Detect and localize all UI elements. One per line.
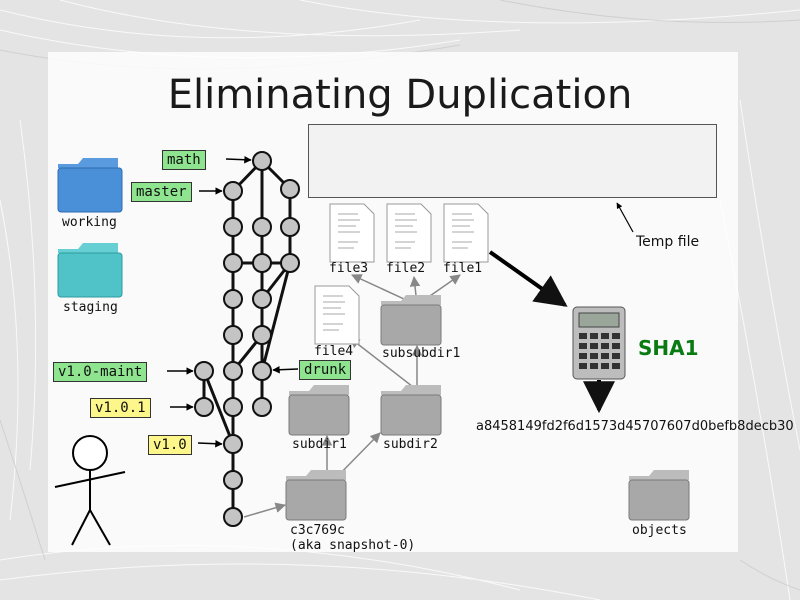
folder-label-subsubdir1: subsubdir1	[382, 346, 461, 361]
document-icon	[443, 203, 489, 263]
folder-label-snapshot-alias: (aka snapshot-0)	[290, 538, 416, 553]
commit-node	[223, 434, 243, 454]
commit-node	[252, 325, 272, 345]
commit-node	[223, 397, 243, 417]
folder-icon	[288, 385, 350, 436]
folder-icon	[285, 470, 347, 521]
file-label-file4: file4	[314, 344, 354, 359]
folder-label-working: working	[62, 215, 117, 230]
calculator-icon	[572, 306, 626, 380]
commit-node	[223, 217, 243, 237]
folder-icon	[57, 243, 123, 298]
commit-node	[252, 361, 272, 381]
ref-tag-v1-0-1: v1.0.1	[90, 398, 151, 418]
commit-graph-edges	[202, 159, 292, 517]
temp-file-pointer	[616, 202, 634, 233]
commit-node	[252, 151, 272, 171]
slide-title: Eliminating Duplication	[167, 72, 633, 118]
commit-node	[223, 253, 243, 273]
folder-label-snapshot: c3c769c	[290, 523, 345, 538]
commit-node	[223, 507, 243, 527]
commit-node	[223, 361, 243, 381]
commit-nodes	[194, 151, 300, 527]
sha1-label: SHA1	[638, 336, 699, 360]
commit-node	[223, 470, 243, 490]
stick-figure-icon	[54, 435, 126, 546]
folder-icon	[380, 385, 442, 436]
folder-icon	[628, 470, 690, 521]
temp-file-box	[308, 124, 717, 198]
folder-icon	[57, 158, 123, 213]
folder-label-subdir1: subdir1	[292, 437, 347, 452]
ref-tag-math: math	[162, 150, 206, 170]
file-label-file3: file3	[329, 261, 369, 276]
document-icon	[329, 203, 375, 263]
folder-label-subdir2: subdir2	[383, 437, 438, 452]
hash-value: a8458149fd2f6d1573d45707607d0befb8decb30	[476, 419, 794, 434]
hash-input-arrow	[488, 250, 568, 307]
folder-label-objects: objects	[632, 523, 687, 538]
commit-node	[252, 217, 272, 237]
ref-arrows	[167, 155, 299, 448]
commit-node	[280, 253, 300, 273]
commit-node	[252, 289, 272, 309]
commit-node	[223, 289, 243, 309]
file-label-file1: file1	[443, 261, 483, 276]
document-icon	[386, 203, 432, 263]
ref-tag-v1-0: v1.0	[148, 435, 192, 455]
folder-icon	[380, 295, 442, 346]
commit-node	[252, 253, 272, 273]
commit-node	[223, 325, 243, 345]
ref-tag-drunk: drunk	[299, 360, 352, 380]
document-icon	[314, 285, 360, 345]
commit-node	[280, 217, 300, 237]
folder-label-staging: staging	[63, 300, 118, 315]
commit-node	[223, 181, 243, 201]
file-label-file2: file2	[386, 261, 426, 276]
temp-file-label: Temp file	[636, 234, 700, 250]
ref-tag-master: master	[131, 182, 192, 202]
commit-node	[194, 397, 214, 417]
commit-node	[252, 397, 272, 417]
commit-node	[280, 179, 300, 199]
commit-node	[194, 361, 214, 381]
ref-tag-v1-0-maint: v1.0-maint	[53, 362, 148, 382]
commit-graph-side-edges	[202, 262, 292, 407]
